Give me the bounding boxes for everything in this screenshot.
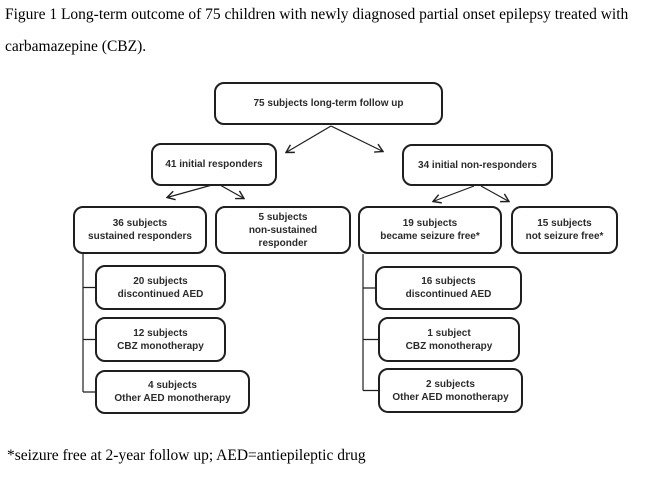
bracket-sustained-children bbox=[82, 254, 95, 393]
node-label: 41 initial responders bbox=[165, 159, 263, 170]
arrow-nonresponders-to-seizurefree bbox=[433, 185, 475, 202]
flow-node-not-seizure-free: 15 subjects not seizure free* bbox=[511, 206, 618, 254]
flow-node-initial-nonresponders: 34 initial non-responders bbox=[402, 144, 553, 186]
flow-node-sustained-responders: 36 subjects sustained responders bbox=[73, 206, 207, 254]
flow-node-became-seizure-free: 19 subjects became seizure free* bbox=[358, 206, 502, 254]
node-label: 75 subjects long-term follow up bbox=[253, 98, 404, 109]
flow-node-nonresp-cbz-monotherapy: 1 subject CBZ monotherapy bbox=[378, 317, 520, 362]
node-label: 34 initial non-responders bbox=[418, 159, 537, 171]
node-label: CBZ monotherapy bbox=[405, 340, 493, 352]
figure-caption-line2: carbamazepine (CBZ). bbox=[5, 38, 147, 55]
node-label: Other AED monotherapy bbox=[392, 391, 509, 403]
arrow-total-to-nonresponders bbox=[330, 125, 383, 152]
arrow-total-to-responders bbox=[286, 125, 332, 153]
figure-caption-line1: Figure 1 Long-term outcome of 75 childre… bbox=[5, 6, 629, 23]
flow-node-initial-responders: 41 initial responders bbox=[151, 143, 277, 186]
arrow-responders-to-sustained bbox=[167, 184, 213, 198]
node-label: became seizure free* bbox=[380, 231, 480, 242]
node-label: 5 subjects bbox=[258, 211, 308, 223]
footnote: *seizure free at 2-year follow up; AED=a… bbox=[7, 447, 366, 464]
node-label: responder bbox=[258, 237, 308, 249]
node-label: 2 subjects bbox=[426, 378, 475, 390]
node-label: non-sustained bbox=[248, 224, 318, 236]
flow-node-nonsustained-responder: 5 subjects non-sustained responder bbox=[215, 206, 351, 254]
flow-node-nonresp-other-aed-monotherapy: 2 subjects Other AED monotherapy bbox=[378, 368, 523, 413]
node-label: discontinued AED bbox=[405, 289, 492, 300]
node-label: not seizure free* bbox=[525, 231, 604, 242]
node-label: sustained responders bbox=[88, 231, 192, 242]
node-label: 12 subjects bbox=[133, 327, 188, 339]
node-label: discontinued AED bbox=[117, 288, 204, 300]
flow-node-resp-cbz-monotherapy: 12 subjects CBZ monotherapy bbox=[95, 317, 226, 362]
node-label: CBZ monotherapy bbox=[117, 340, 204, 352]
node-label: Other AED monotherapy bbox=[114, 393, 231, 404]
arrow-nonresponders-to-notfree bbox=[480, 185, 509, 202]
node-label: 15 subjects bbox=[537, 218, 592, 229]
flow-node-resp-discontinued-aed: 20 subjects discontinued AED bbox=[95, 265, 226, 310]
arrow-responders-to-nonsustained bbox=[219, 184, 244, 199]
node-label: 20 subjects bbox=[133, 275, 188, 287]
flow-node-total-followup: 75 subjects long-term follow up bbox=[214, 82, 443, 125]
flow-node-nonresp-discontinued-aed: 16 subjects discontinued AED bbox=[375, 266, 522, 310]
node-label: 4 subjects bbox=[148, 380, 197, 391]
node-label: 16 subjects bbox=[421, 276, 476, 287]
node-label: 36 subjects bbox=[112, 218, 168, 229]
bracket-seizurefree-children bbox=[362, 254, 378, 392]
node-label: 1 subject bbox=[427, 327, 471, 339]
node-label: 19 subjects bbox=[402, 218, 458, 229]
flow-node-resp-other-aed-monotherapy: 4 subjects Other AED monotherapy bbox=[95, 370, 250, 414]
